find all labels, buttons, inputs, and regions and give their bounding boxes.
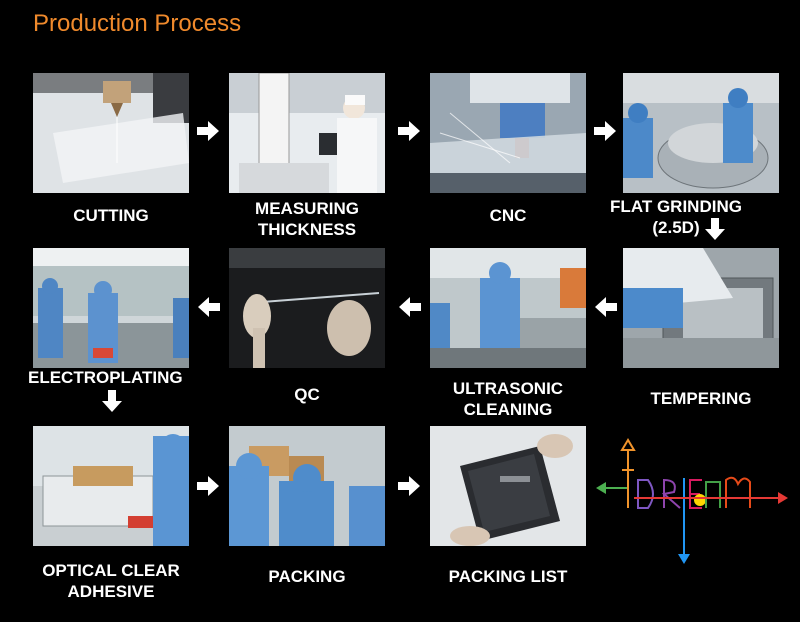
arrow-down-icon <box>704 218 726 240</box>
packing-list-photo <box>430 426 586 546</box>
arrow-left-icon <box>595 296 617 318</box>
page-title: Production Process <box>33 10 242 37</box>
step-label-optical-clear-adhesive: OPTICAL CLEAR ADHESIVE <box>42 561 180 601</box>
packing-photo <box>229 426 385 546</box>
step-label-cnc: CNC <box>489 206 527 225</box>
arrow-left-icon <box>198 296 220 318</box>
measuring-photo <box>229 73 385 193</box>
arrow-right-icon <box>197 475 219 497</box>
step-label-cutting: CUTTING <box>73 206 149 225</box>
tempering-photo <box>623 248 779 368</box>
arrow-right-icon <box>398 120 420 142</box>
step-label-measuring-thickness: MEASURING THICKNESS <box>255 199 359 239</box>
electroplating-photo <box>33 248 189 368</box>
cutting-photo <box>33 73 189 193</box>
step-label-electroplating: ELECTROPLATING <box>28 368 183 387</box>
step-label-tempering: TEMPERING <box>650 389 752 408</box>
optical-clear-adhesive-photo <box>33 426 189 546</box>
arrow-left-icon <box>399 296 421 318</box>
step-label-qc: QC <box>294 385 320 404</box>
ultrasonic-cleaning-photo <box>430 248 586 368</box>
cnc-photo <box>430 73 586 193</box>
idream-logo <box>594 438 790 568</box>
arrow-down-icon <box>101 390 123 412</box>
arrow-right-icon <box>197 120 219 142</box>
step-label-ultrasonic-cleaning: ULTRASONIC CLEANING <box>452 379 564 419</box>
grinding-photo <box>623 73 779 193</box>
arrow-right-icon <box>398 475 420 497</box>
qc-photo <box>229 248 385 368</box>
step-label-packing: PACKING <box>268 567 346 586</box>
step-label-packing-list: PACKING LIST <box>448 567 568 586</box>
arrow-right-icon <box>594 120 616 142</box>
step-label-flat-grinding: FLAT GRINDING (2.5D) <box>610 197 742 237</box>
